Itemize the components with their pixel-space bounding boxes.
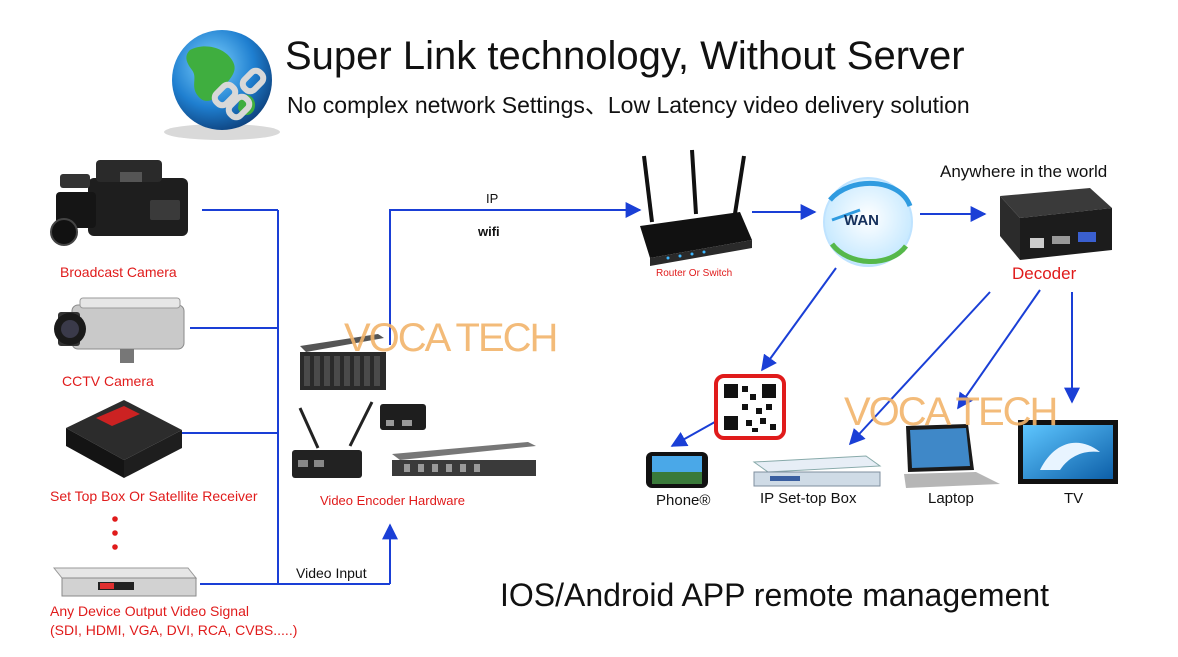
decoder-to-stb-arrow — [848, 291, 991, 446]
router-label: Router Or Switch — [656, 268, 733, 279]
page-subtitle: No complex network Settings、Low Latency … — [287, 92, 970, 118]
tv-label: TV — [1064, 490, 1084, 507]
encoder-rack-icon — [300, 334, 386, 390]
more-devices-dots — [112, 516, 118, 550]
any-device-label: Any Device Output Video Signal — [50, 603, 249, 619]
rackmount-encoder-icon — [392, 442, 536, 476]
wifi-label: wifi — [478, 224, 500, 239]
cctv-camera-icon — [54, 297, 185, 363]
wireless-encoder-icon — [292, 401, 374, 478]
source-bus-lines — [178, 209, 390, 585]
signal-types-label: (SDI, HDMI, VGA, DVI, RCA, CVBS.....) — [50, 622, 298, 638]
ip-label: IP — [486, 191, 499, 206]
decoder-to-laptop-arrow — [957, 289, 1041, 410]
mini-encoder-icon — [380, 404, 426, 430]
router-icon — [640, 149, 752, 266]
broadcast-camera-icon — [50, 160, 188, 246]
laptop-icon — [904, 424, 1000, 488]
laptop-label: Laptop — [928, 490, 974, 507]
qr-code-icon — [714, 374, 786, 440]
set-top-box-label: Set Top Box Or Satellite Receiver — [50, 488, 258, 504]
encoder-hardware-label: Video Encoder Hardware — [320, 493, 466, 508]
dvd-player-icon — [52, 567, 198, 597]
qr-to-phone-arrow — [670, 417, 723, 447]
watermark-left: VOCA TECH — [344, 316, 558, 360]
decoder-icon — [1000, 188, 1112, 260]
page-title: Super Link technology, Without Server — [285, 34, 965, 78]
set-top-box-icon — [66, 400, 182, 478]
wan-label: WAN — [844, 212, 879, 229]
broadcast-camera-label: Broadcast Camera — [60, 264, 177, 280]
remote-management-caption: IOS/Android APP remote management — [500, 577, 1050, 613]
video-input-label: Video Input — [296, 565, 367, 581]
ip-set-top-box-label: IP Set-top Box — [760, 490, 857, 507]
watermark-right: VOCA TECH — [844, 390, 1058, 434]
anywhere-label: Anywhere in the world — [940, 162, 1108, 181]
globe-link-icon — [164, 30, 280, 140]
wan-to-qr-arrow — [761, 267, 837, 372]
wan-globe-icon — [823, 177, 913, 267]
ip-set-top-box-icon — [752, 455, 882, 487]
ip-arrow — [389, 202, 642, 345]
cctv-camera-label: CCTV Camera — [62, 373, 154, 389]
tv-icon — [1018, 420, 1118, 484]
decoder-label: Decoder — [1012, 264, 1077, 283]
phone-icon — [646, 452, 708, 488]
phone-label: Phone® — [656, 492, 711, 509]
